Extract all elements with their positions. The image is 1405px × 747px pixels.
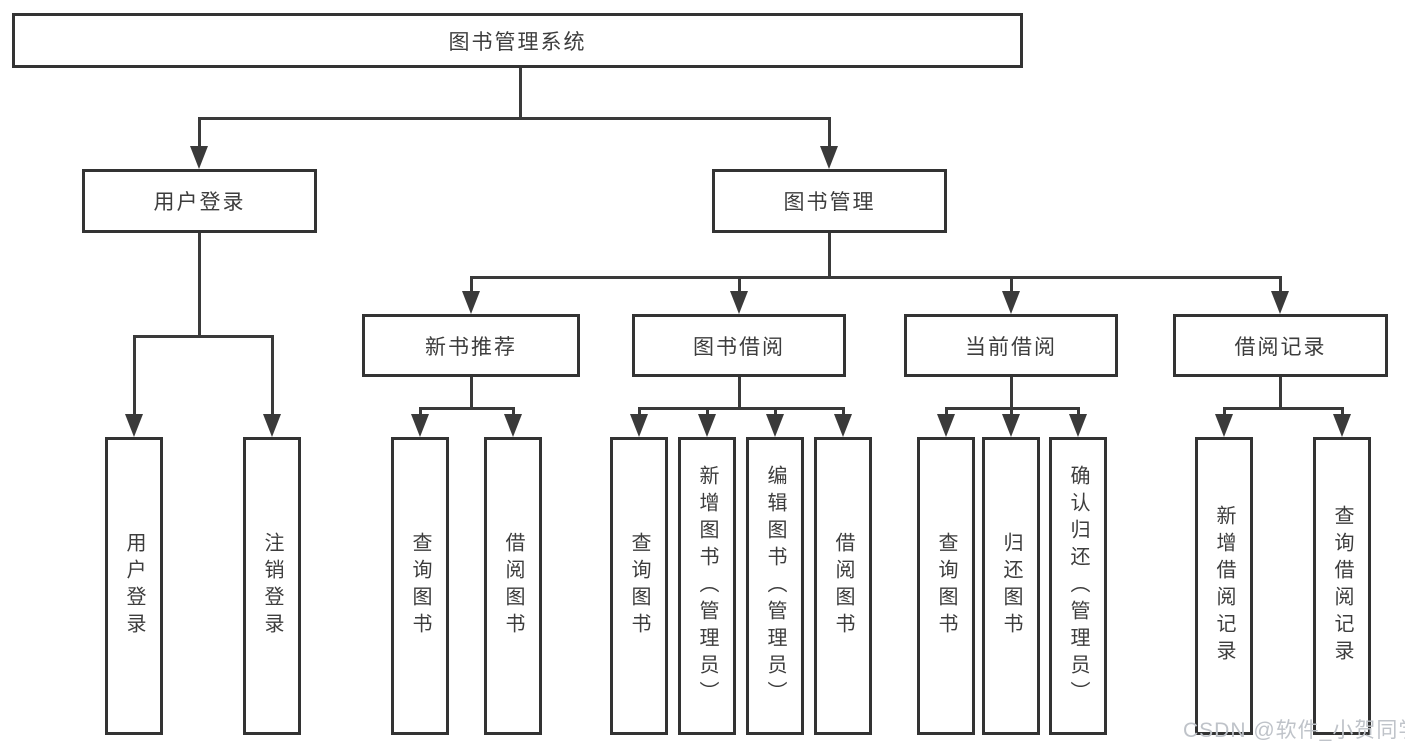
node-new-book-recommendation-label: 新书推荐 <box>425 335 517 359</box>
leaf-search-borrow-record-label: 查询借阅记录 <box>1331 505 1353 667</box>
connector-vline <box>197 117 201 146</box>
connector-vline <box>197 233 201 335</box>
leaf-add-borrow-record: 新增借阅记录 <box>1195 437 1253 735</box>
arrow-down-icon <box>263 414 281 437</box>
connector-vline <box>944 407 948 415</box>
node-user-login: 用户登录 <box>82 169 317 233</box>
connector-vline <box>773 407 777 415</box>
arrow-down-icon <box>1215 414 1233 437</box>
connector-vline <box>1076 407 1080 415</box>
connector-vline <box>469 276 473 291</box>
connector-hline <box>132 335 274 338</box>
connector-vline <box>1279 276 1282 291</box>
leaf-borrow-books-recommend-label: 借阅图书 <box>502 532 524 640</box>
leaf-edit-books-admin: 编辑图书（管理员） <box>746 437 804 735</box>
leaf-user-login-label: 用户登录 <box>123 532 145 640</box>
leaf-add-books-admin-label: 新增图书（管理员） <box>696 464 718 708</box>
leaf-user-login: 用户登录 <box>105 437 163 735</box>
connector-vline <box>469 377 473 410</box>
node-root-label: 图书管理系统 <box>448 30 587 54</box>
arrow-down-icon <box>1271 291 1289 314</box>
connector-vline <box>841 407 845 415</box>
arrow-down-icon <box>698 414 716 437</box>
node-current-borrowing: 当前借阅 <box>904 314 1118 377</box>
connector-vline <box>827 233 831 276</box>
connector-vline <box>705 407 709 415</box>
leaf-search-books-recommend: 查询图书 <box>391 437 449 735</box>
leaf-search-borrow-record: 查询借阅记录 <box>1313 437 1371 735</box>
leaf-confirm-return-admin-label: 确认归还（管理员） <box>1067 464 1089 708</box>
leaf-edit-books-admin-label: 编辑图书（管理员） <box>764 464 786 708</box>
connector-hline <box>197 117 831 120</box>
node-borrow-records-label: 借阅记录 <box>1234 335 1327 359</box>
leaf-borrow-books-borrowing-label: 借阅图书 <box>832 532 854 640</box>
connector-vline <box>1222 407 1226 415</box>
connector-vline <box>737 377 741 410</box>
connector-vline <box>1009 276 1013 291</box>
arrow-down-icon <box>411 414 429 437</box>
node-borrow-records: 借阅记录 <box>1173 314 1388 377</box>
arrow-down-icon <box>730 291 748 314</box>
connector-vline <box>637 407 641 415</box>
node-new-book-recommendation: 新书推荐 <box>362 314 580 377</box>
node-current-borrowing-label: 当前借阅 <box>965 335 1057 359</box>
arrow-down-icon <box>125 414 143 437</box>
connector-vline <box>1279 377 1282 410</box>
leaf-search-books-borrowing: 查询图书 <box>610 437 668 735</box>
csdn-watermark: CSDN @软件_小贺同学 <box>1183 719 1405 742</box>
connector-hline <box>418 407 515 410</box>
arrow-down-icon <box>820 146 838 169</box>
connector-vline <box>511 407 515 415</box>
leaf-borrow-books-recommend: 借阅图书 <box>484 437 542 735</box>
connector-vline <box>1009 377 1013 410</box>
node-user-login-label: 用户登录 <box>153 191 246 214</box>
leaf-confirm-return-admin: 确认归还（管理员） <box>1049 437 1107 735</box>
arrow-down-icon <box>766 414 784 437</box>
node-book-borrowing: 图书借阅 <box>632 314 846 377</box>
connector-vline <box>827 117 831 146</box>
leaf-return-books-label: 归还图书 <box>1000 532 1022 640</box>
connector-vline <box>518 68 522 117</box>
arrow-down-icon <box>937 414 955 437</box>
arrow-down-icon <box>190 146 208 169</box>
arrow-down-icon <box>1333 414 1351 437</box>
arrow-down-icon <box>462 291 480 314</box>
connector-vline <box>737 276 741 291</box>
connector-vline <box>418 407 422 415</box>
node-root: 图书管理系统 <box>12 13 1023 68</box>
connector-vline <box>1340 407 1344 415</box>
leaf-add-borrow-record-label: 新增借阅记录 <box>1213 505 1235 667</box>
arrow-down-icon <box>630 414 648 437</box>
arrow-down-icon <box>1069 414 1087 437</box>
leaf-search-books-recommend-label: 查询图书 <box>409 532 431 640</box>
leaf-borrow-books-borrowing: 借阅图书 <box>814 437 872 735</box>
arrow-down-icon <box>1002 291 1020 314</box>
node-book-management: 图书管理 <box>712 169 947 233</box>
arrow-down-icon <box>834 414 852 437</box>
leaf-logout: 注销登录 <box>243 437 301 735</box>
leaf-add-books-admin: 新增图书（管理员） <box>678 437 736 735</box>
node-book-borrowing-label: 图书借阅 <box>693 335 785 359</box>
connector-vline <box>1009 407 1013 415</box>
connector-hline <box>469 276 1282 279</box>
leaf-search-books-borrowing-label: 查询图书 <box>628 532 650 640</box>
node-book-management-label: 图书管理 <box>783 191 876 214</box>
connector-hline <box>1222 407 1344 410</box>
connector-vline <box>270 335 274 414</box>
leaf-return-books: 归还图书 <box>982 437 1040 735</box>
leaf-search-books-current-label: 查询图书 <box>935 532 957 640</box>
leaf-logout-label: 注销登录 <box>261 532 283 640</box>
connector-vline <box>132 335 136 414</box>
arrow-down-icon <box>1002 414 1020 437</box>
connector-hline <box>637 407 845 410</box>
leaf-search-books-current: 查询图书 <box>917 437 975 735</box>
arrow-down-icon <box>504 414 522 437</box>
